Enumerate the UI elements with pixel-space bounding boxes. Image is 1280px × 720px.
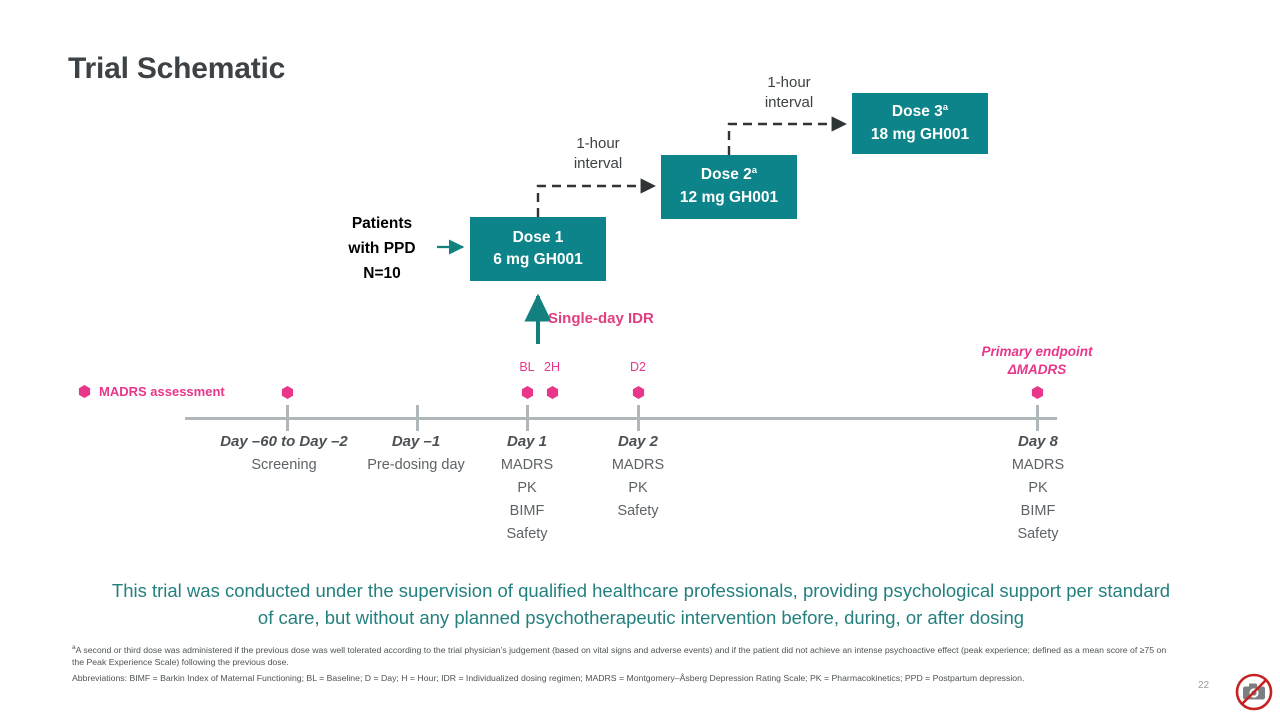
timeline-assessment-item: PK — [517, 479, 537, 496]
patients-line1: Patients — [351, 215, 413, 232]
timeline-tick — [416, 405, 419, 431]
timeline-assessment-item: MADRS — [611, 457, 665, 473]
dose-2-box[interactable]: Dose 2a 12 mg GH001 — [661, 155, 797, 219]
page-number: 22 — [1198, 680, 1210, 691]
timeline-assessments: MADRS PK Safety — [538, 454, 738, 523]
hexagon-marker-icon — [521, 386, 534, 399]
hexagon-marker-icon — [281, 386, 294, 399]
dose-2-title: Dose 2a — [700, 165, 758, 184]
timeline-marker-label: 2H — [544, 360, 560, 374]
interval-label-1: 1-hour interval — [538, 134, 658, 174]
timeline-marker-label: D2 — [630, 360, 646, 374]
primary-endpoint-label: Primary endpoint ΔMADRS — [947, 343, 1127, 380]
timeline-assessments: MADRS PK BIMF Safety — [427, 454, 627, 546]
patients-line2: with PPD — [348, 240, 416, 258]
timeline-assessments: MADRS PK BIMF Safety — [938, 454, 1138, 546]
hexagon-marker-icon — [632, 386, 645, 399]
page-title: Trial Schematic — [68, 52, 286, 85]
footnote-text: A second or third dose was administered … — [72, 644, 1167, 668]
interval-1-line2: interval — [573, 154, 623, 172]
dose-1-amount: 6 mg GH001 — [493, 251, 583, 268]
timeline-column: Day 1 MADRS PK BIMF Safety — [427, 433, 627, 546]
timeline-day-label: Day 8 — [1017, 433, 1059, 450]
hexagon-marker-icon — [1031, 386, 1044, 399]
trial-statement: This trial was conducted under the super… — [111, 580, 1171, 628]
no-photography-icon — [1235, 673, 1273, 711]
dose-1-box[interactable]: Dose 1 6 mg GH001 — [470, 217, 606, 281]
madrs-legend: MADRS assessment — [78, 384, 225, 399]
dose-3-footnote-marker: a — [942, 101, 949, 113]
timeline-assessment-item: BIMF — [1020, 502, 1056, 519]
timeline-tick — [637, 405, 640, 431]
timeline-assessment-item: Safety — [617, 502, 659, 519]
interval-label-2: 1-hour interval — [729, 73, 849, 113]
timeline-assessment-item: Safety — [1017, 525, 1059, 542]
footnotes: aA second or third dose was administered… — [72, 643, 1172, 684]
footnote-a: aA second or third dose was administered… — [72, 643, 1172, 669]
dose-2-amount: 12 mg GH001 — [679, 189, 779, 207]
timeline-tick — [1036, 405, 1039, 431]
timeline-assessment-item: PK — [628, 479, 648, 496]
interval-2-line2: interval — [764, 93, 814, 111]
timeline-day-label: Day –1 — [391, 433, 441, 450]
timeline-column: Day 2 MADRS PK Safety — [538, 433, 738, 523]
dose-1-title: Dose 1 — [512, 228, 564, 246]
timeline-assessment-item: Screening — [251, 457, 317, 473]
footnote-marker: a — [72, 644, 76, 651]
timeline-assessment-item: Safety — [506, 525, 548, 542]
madrs-legend-label: MADRS assessment — [99, 384, 225, 399]
patients-label: Patients with PPD N=10 — [330, 211, 434, 286]
timeline-assessment-item: Pre-dosing day — [367, 457, 465, 473]
patients-line3: N=10 — [363, 265, 401, 283]
endpoint-line2: ΔMADRS — [1007, 362, 1067, 378]
timeline-assessments: Screening — [184, 454, 384, 477]
timeline-day-label: Day 1 — [506, 433, 548, 450]
hexagon-marker-icon — [78, 385, 91, 398]
timeline-tick — [526, 405, 529, 431]
timeline-column: Day –1 Pre-dosing day — [316, 433, 516, 477]
timeline-assessment-item: BIMF — [509, 502, 545, 519]
timeline-axis — [185, 417, 1057, 420]
timeline-assessments: Pre-dosing day — [316, 454, 516, 477]
dose-2-footnote-marker: a — [751, 165, 758, 177]
abbreviations-text: Abbreviations: BIMF = Barkin Index of Ma… — [72, 672, 1025, 683]
dose-3-title: Dose 3a — [891, 101, 949, 121]
timeline-assessment-item: MADRS — [1011, 457, 1065, 473]
timeline-assessment-item: PK — [1028, 479, 1048, 496]
interval-1-line1: 1-hour — [576, 135, 620, 152]
timeline-column: Day –60 to Day –2 Screening — [184, 433, 384, 477]
timeline-column: Day 8 MADRS PK BIMF Safety — [938, 433, 1138, 546]
dose-3-box[interactable]: Dose 3a 18 mg GH001 — [852, 93, 988, 154]
hexagon-marker-icon — [546, 386, 559, 399]
interval-2-line1: 1-hour — [767, 74, 811, 91]
endpoint-line1: Primary endpoint — [981, 344, 1093, 359]
single-day-idr-label: Single-day IDR — [548, 310, 654, 327]
timeline-day-label: Day 2 — [617, 433, 659, 450]
timeline-marker-label: BL — [519, 360, 535, 374]
timeline-tick — [286, 405, 289, 431]
timeline-assessment-item: MADRS — [500, 457, 554, 473]
timeline-day-label: Day –60 to Day –2 — [220, 433, 348, 450]
dose-3-amount: 18 mg GH001 — [870, 125, 970, 143]
